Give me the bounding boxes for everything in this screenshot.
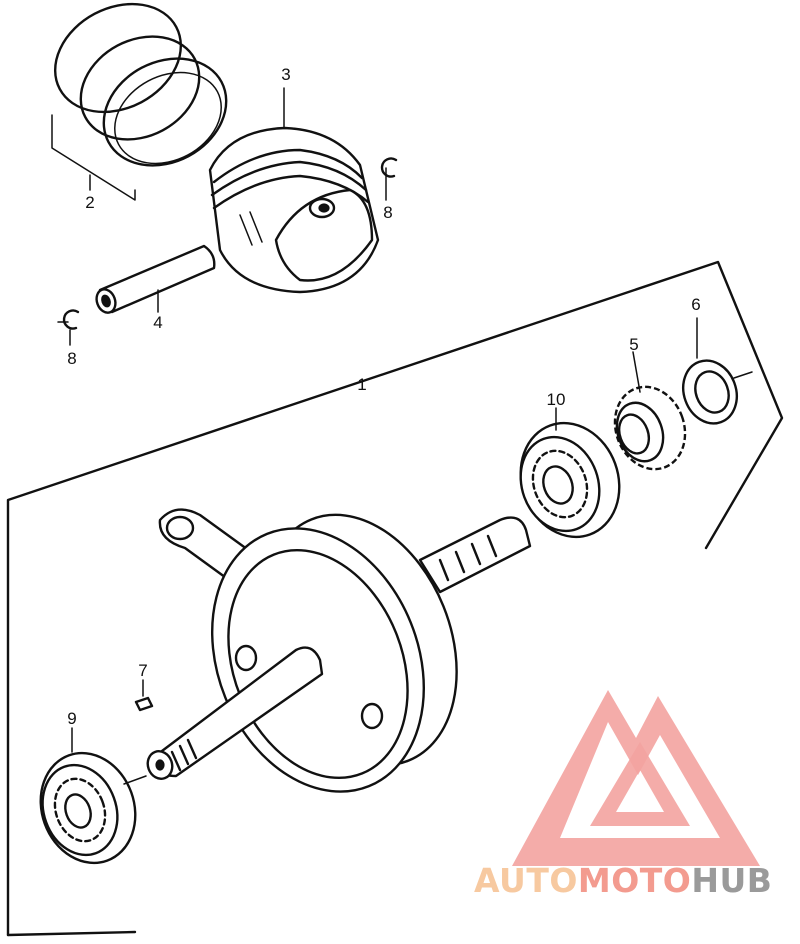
logo-text-auto: AUTO [474,861,578,900]
logo-text-hub: HUB [691,861,772,900]
logo-triangle-inner [590,742,690,826]
crankshaft [146,508,532,793]
woodruff-key [134,679,154,712]
callout-3: 3 [281,65,290,84]
logo-text-moto: MOTO [578,861,691,900]
right-main-bearing [519,407,621,539]
piston-pin-clip-left [57,309,80,346]
piston-pin-clip-right [380,157,398,201]
callout-9: 9 [67,709,76,728]
callout-8-left: 8 [67,349,76,368]
callout-10: 10 [547,390,566,409]
callout-1: 1 [357,375,366,394]
piston-ring-set [51,2,228,201]
automotohub-logo: AUTOMOTOHUB [474,690,772,900]
callout-2: 2 [85,193,94,212]
oil-seal [682,317,753,425]
callout-7: 7 [138,661,147,680]
callout-8-right: 8 [383,203,392,222]
piston [208,87,380,294]
callout-5: 5 [629,335,638,354]
cam-chain-sprocket [613,351,687,471]
crankshaft-assembly-bracket [6,260,784,937]
left-main-bearing [39,727,147,865]
logo-triangle-outer [512,690,760,866]
svg-text:AUTOMOTOHUB: AUTOMOTOHUB [474,861,772,900]
callout-6: 6 [691,295,700,314]
callout-4: 4 [153,313,162,332]
piston-pin [95,244,216,314]
